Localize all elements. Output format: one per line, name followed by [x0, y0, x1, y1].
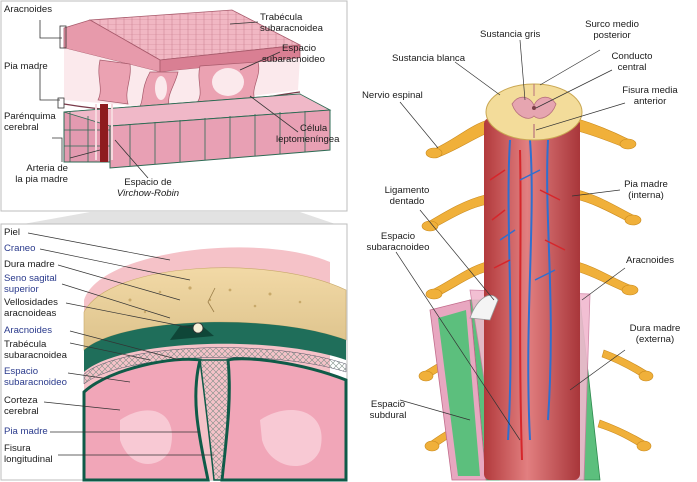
- label-espacio-right-2: subaracnoideo: [366, 242, 430, 253]
- label-fisura-2: longitudinal: [4, 454, 53, 465]
- label-espacio-bottom-1: Espacio: [4, 366, 39, 377]
- label-piel: Piel: [4, 227, 20, 238]
- cortex-fold-right: [260, 410, 322, 467]
- label-celula-1: Célula: [300, 123, 328, 134]
- arachnoid-villus: [192, 322, 204, 334]
- label-ligamento-2: dentado: [389, 196, 425, 207]
- label-espacio-right-1: Espacio: [380, 231, 416, 242]
- label-subdural-1: Espacio: [370, 399, 406, 410]
- panel-meninges-microscopic: [0, 0, 348, 212]
- virchow-italic: Virchow-Robin: [116, 188, 180, 199]
- label-surco-2: posterior: [593, 30, 631, 41]
- panel-spinal-cord: [395, 39, 654, 481]
- label-arteria-1: Arteria de: [26, 163, 68, 174]
- label-subdural-2: subdural: [369, 410, 407, 421]
- top-left-leader-lines: [39, 20, 299, 179]
- label-corteza-2: cerebral: [4, 406, 39, 417]
- label-aracnoides-top: Aracnoides: [4, 4, 52, 15]
- dura-mater-layer: [84, 322, 346, 372]
- label-dura-right-1: Dura madre: [629, 323, 681, 334]
- label-seno-2: superior: [4, 284, 39, 295]
- label-celula-2: leptomeníngea: [276, 134, 340, 145]
- label-pia-right-1: Pia madre: [624, 179, 668, 190]
- label-aracnoides-right: Aracnoides: [626, 255, 674, 266]
- label-espacio-sub-top-1: Espacio: [282, 43, 317, 54]
- label-pia-madre-top: Pia madre: [4, 61, 48, 72]
- label-arteria-2: la pia madre: [15, 174, 68, 185]
- label-sustancia-blanca: Sustancia blanca: [392, 53, 466, 64]
- label-aracnoides-bottom: Aracnoides: [4, 325, 52, 336]
- cord-vessels: [489, 139, 566, 461]
- denticulate-ligament: [469, 295, 499, 321]
- pia-artery: [100, 104, 108, 162]
- label-fisura-1: Fisura: [4, 443, 31, 454]
- label-pia-right-2: (interna): [628, 190, 664, 201]
- label-parenquima-1: Parénquima: [4, 111, 56, 122]
- label-trabecula-bottom-2: subaracnoidea: [4, 350, 67, 361]
- cortex-fold-left: [120, 410, 172, 464]
- right-leader-lines: [395, 39, 626, 441]
- label-corteza-1: Corteza: [4, 395, 38, 406]
- label-dura-right-2: (externa): [635, 334, 675, 345]
- label-conducto-2: central: [617, 62, 647, 73]
- longitudinal-fissure: [199, 359, 230, 481]
- label-fisura-media-2: anterior: [633, 96, 667, 107]
- trabecula-pillar-3: [97, 59, 131, 105]
- trabecula-hole-1: [155, 76, 167, 100]
- dura-flap-left-inner: [438, 310, 480, 476]
- bottom-left-leader-lines: [27, 232, 214, 456]
- parenchyma-cells: [64, 111, 306, 166]
- label-conducto-1: Conducto: [611, 51, 653, 62]
- label-craneo: Craneo: [4, 243, 36, 254]
- trabecula-hole-2: [212, 68, 244, 96]
- label-virchow-2: Virchow-Robin: [110, 188, 186, 200]
- central-canal: [532, 106, 536, 110]
- label-espacio-sub-top-2: subaracnoideo: [262, 54, 325, 65]
- label-trabecula-bottom-1: Trabécula: [4, 339, 47, 350]
- label-seno-1: Seno sagital: [4, 273, 57, 284]
- label-sustancia-gris: Sustancia gris: [480, 29, 541, 40]
- label-pia-bottom: Pia madre: [4, 426, 48, 437]
- label-espacio-bottom-2: subaracnoideo: [4, 377, 67, 388]
- label-dura-madre: Dura madre: [4, 259, 55, 270]
- label-fisura-media-1: Fisura media: [622, 85, 678, 96]
- label-virchow-1: Espacio de: [124, 177, 172, 188]
- label-ligamento-1: Ligamento: [384, 185, 430, 196]
- panel-meninges-skull: [0, 212, 348, 482]
- label-trabecula-top-2: subaracnoidea: [260, 23, 323, 34]
- skull-suture: [207, 287, 216, 313]
- label-trabecula-top-1: Trabécula: [260, 12, 303, 23]
- label-parenquima-2: cerebral: [4, 122, 39, 133]
- label-vellosidades-1: Vellosidades: [4, 297, 58, 308]
- parenchyma-side: [109, 109, 331, 169]
- label-vellosidades-2: aracnoideas: [4, 308, 57, 319]
- label-surco-1: Surco medio: [585, 19, 639, 30]
- label-nervio: Nervio espinal: [362, 90, 423, 101]
- bone-pores: [128, 286, 302, 314]
